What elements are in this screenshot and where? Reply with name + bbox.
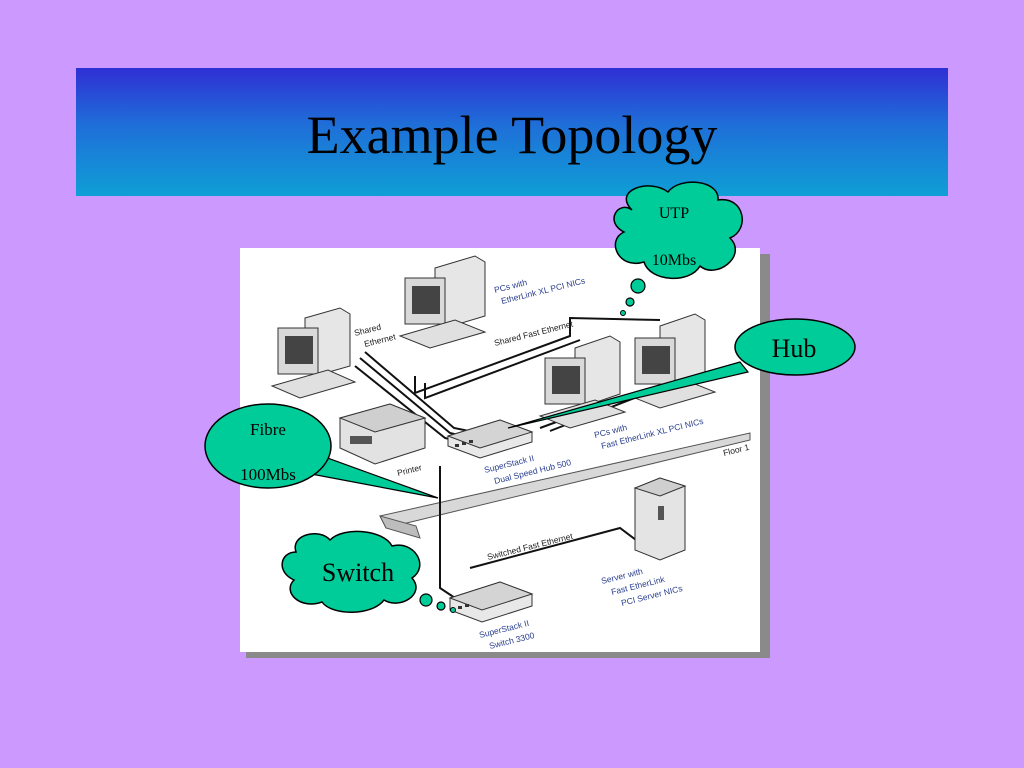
utp-callout-line1: UTP [659, 205, 689, 222]
pc-right-2 [628, 313, 717, 409]
fibre-callout-line1: Fibre [250, 420, 286, 439]
switch-device [448, 581, 534, 623]
hub-callout-label: Hub [772, 334, 817, 363]
slide-title: Example Topology [306, 105, 718, 165]
fibre-callout: Fibre 100Mbs [204, 403, 439, 499]
printer [338, 403, 427, 465]
pc-right-1 [538, 335, 627, 429]
floor-slab [379, 432, 751, 539]
title-bar: Example Topology [76, 68, 948, 196]
hub-callout: Hub [507, 318, 856, 429]
server [633, 477, 687, 561]
topology-drawing: PCs with EtherLink XL PCI NICs Shared Et… [270, 255, 751, 651]
utp-callout: UTP 10Mbs [613, 181, 743, 316]
fibre-callout-line2: 100Mbs [240, 465, 296, 484]
pc-left [270, 307, 357, 399]
switch-callout-label: Switch [322, 558, 394, 587]
pc-top [398, 255, 487, 349]
utp-callout-line2: 10Mbs [652, 252, 696, 269]
switch-callout: Switch [281, 530, 456, 613]
